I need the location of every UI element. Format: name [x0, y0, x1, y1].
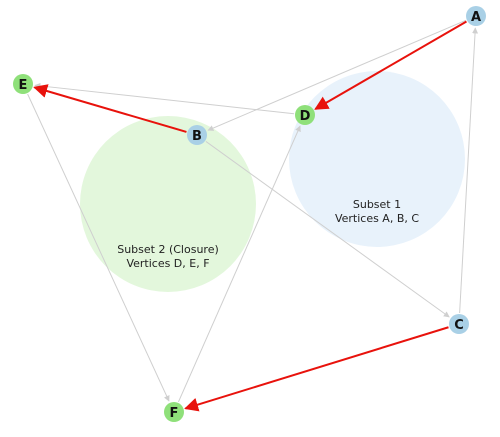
edge-c-a — [459, 27, 479, 314]
edge-b-c — [205, 141, 450, 318]
edge-f-d — [177, 125, 301, 403]
edge-a-b — [207, 19, 467, 131]
node-d-label: D — [300, 109, 311, 124]
node-e-circle — [13, 74, 33, 94]
edge-e-f — [27, 93, 170, 402]
node-b[interactable]: B — [187, 125, 207, 145]
node-c[interactable]: C — [449, 314, 469, 334]
node-b-circle — [187, 125, 207, 145]
node-a-label: A — [471, 10, 481, 25]
node-e[interactable]: E — [13, 74, 33, 94]
node-f-circle — [164, 402, 184, 422]
edge-c-f — [184, 326, 449, 412]
node-f[interactable]: F — [164, 402, 184, 422]
subset1-region — [289, 71, 465, 247]
node-c-label: C — [454, 318, 464, 333]
subset1-title: Subset 1 — [353, 198, 401, 211]
edges-layer — [27, 19, 479, 412]
node-e-label: E — [19, 78, 28, 93]
edge-a-d — [314, 20, 467, 110]
node-d[interactable]: D — [295, 105, 315, 125]
node-f-label: F — [170, 406, 179, 421]
node-a[interactable]: A — [466, 6, 486, 26]
subset1-subtitle: Vertices A, B, C — [335, 212, 419, 225]
subset2-title: Subset 2 (Closure) — [117, 243, 219, 256]
subset2-subtitle: Vertices D, E, F — [126, 257, 209, 270]
edge-d-e — [34, 82, 295, 115]
edge-b-e — [33, 84, 187, 133]
node-b-label: B — [192, 129, 202, 144]
node-d-circle — [295, 105, 315, 125]
node-c-circle — [449, 314, 469, 334]
subset2-region — [80, 116, 256, 292]
node-a-circle — [466, 6, 486, 26]
